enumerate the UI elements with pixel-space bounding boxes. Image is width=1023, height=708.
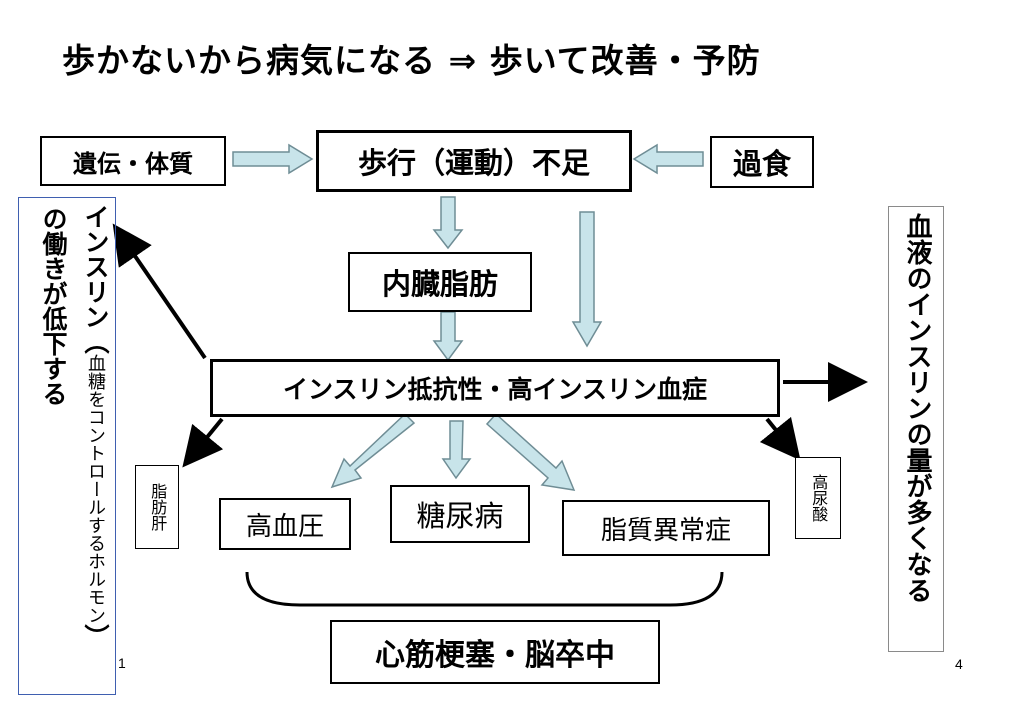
left-panel-line1: インスリン（血糖をコントロールするホルモン） xyxy=(80,204,110,649)
overeating-box: 過食 xyxy=(710,136,814,188)
left-panel-line1-close: ） xyxy=(81,624,110,649)
fatty-liver-box: 脂肪肝 xyxy=(135,465,179,549)
arrow-to-hyperuricemia xyxy=(759,416,801,461)
dyslipidemia-label: 脂質異常症 xyxy=(600,515,731,546)
slide-title: 歩かないから病気になる ⇒ 歩いて改善・予防 xyxy=(62,41,761,80)
arrow-to-fatty-liver xyxy=(182,417,224,468)
right-panel-text: 血液のインスリンの量が多くなる xyxy=(901,213,932,603)
heredity-label: 遺伝・体質 xyxy=(73,149,193,178)
left-panel-line2-text: の働きが低下する xyxy=(39,206,68,406)
dyslipidemia-box: 脂質異常症 xyxy=(562,500,770,556)
insulin-resistance-label: インスリン抵抗性・高インスリン血症 xyxy=(282,375,707,404)
heredity-box: 遺伝・体質 xyxy=(40,136,226,186)
fatty-liver-label: 脂肪肝 xyxy=(148,483,168,531)
disease-bracket xyxy=(245,571,724,607)
arrow-to-dyslipidemia xyxy=(485,412,576,491)
hyperuricemia-label: 高尿酸 xyxy=(809,474,829,522)
arrow-heredity-to-walking xyxy=(232,143,314,175)
arrow-walking-to-visceral-fat xyxy=(432,196,464,250)
overeating-label: 過食 xyxy=(732,147,791,181)
page-number-left: 1 xyxy=(118,655,126,671)
lack-of-walking-label: 歩行（運動）不足 xyxy=(357,146,590,180)
visceral-fat-box: 内臓脂肪 xyxy=(348,252,532,312)
right-panel: 血液のインスリンの量が多くなる xyxy=(888,206,944,652)
stroke-mi-label: 心筋梗塞・脳卒中 xyxy=(375,638,615,673)
hypertension-box: 高血圧 xyxy=(219,498,351,550)
hyperuricemia-box: 高尿酸 xyxy=(795,457,841,539)
arrow-to-hypertension xyxy=(330,412,416,489)
insulin-resistance-box: インスリン抵抗性・高インスリン血症 xyxy=(210,359,780,417)
diabetes-label: 糖尿病 xyxy=(416,499,504,533)
arrow-visceral-fat-to-insulin-resistance xyxy=(432,311,464,362)
left-panel-line2: の働きが低下する xyxy=(38,206,68,406)
arrow-overeating-to-walking xyxy=(632,143,704,175)
left-panel: インスリン（血糖をコントロールするホルモン） の働きが低下する xyxy=(18,197,116,695)
arrow-to-diabetes xyxy=(441,420,472,480)
lack-of-walking-box: 歩行（運動）不足 xyxy=(316,130,632,192)
arrow-to-left-panel xyxy=(112,223,207,360)
left-panel-line1-small: 血糖をコントロールするホルモン xyxy=(85,354,106,624)
stroke-mi-box: 心筋梗塞・脳卒中 xyxy=(330,620,660,684)
page-number-right: 4 xyxy=(955,656,963,672)
diabetes-box: 糖尿病 xyxy=(390,485,530,543)
hypertension-label: 高血圧 xyxy=(245,511,324,542)
left-panel-line1-text: インスリン（ xyxy=(81,204,110,354)
visceral-fat-label: 内臓脂肪 xyxy=(381,267,498,301)
arrow-walking-to-insulin-resistance xyxy=(571,211,603,348)
